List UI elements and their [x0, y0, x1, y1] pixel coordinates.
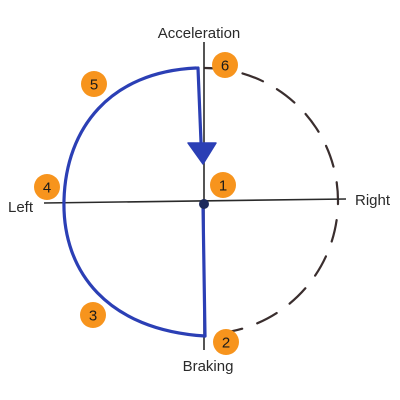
badge-2-text: 2: [222, 335, 230, 352]
badge-2: 2: [213, 329, 239, 355]
badge-1: 1: [210, 172, 236, 198]
dashed-circle-right-half: [203, 66, 340, 336]
badge-3: 3: [80, 302, 106, 328]
label-acceleration: Acceleration: [158, 25, 241, 42]
horizontal-axis: [43, 198, 347, 204]
badge-6-text: 6: [221, 58, 229, 75]
badge-1-text: 1: [219, 178, 227, 195]
badge-4-text: 4: [43, 180, 51, 197]
down-arrow-icon: [187, 142, 217, 165]
label-right: Right: [355, 192, 391, 209]
badge-3-text: 3: [89, 308, 97, 325]
badge-4: 4: [34, 174, 60, 200]
label-braking: Braking: [183, 358, 234, 375]
path-vertical-line-lower: [201, 203, 207, 338]
badge-5-text: 5: [90, 77, 98, 94]
path-vertical-line: [196, 66, 203, 144]
badge-5: 5: [81, 71, 107, 97]
label-left: Left: [8, 199, 34, 216]
path-left-arc: [62, 66, 207, 338]
center-dot: [199, 199, 209, 209]
badge-6: 6: [212, 52, 238, 78]
